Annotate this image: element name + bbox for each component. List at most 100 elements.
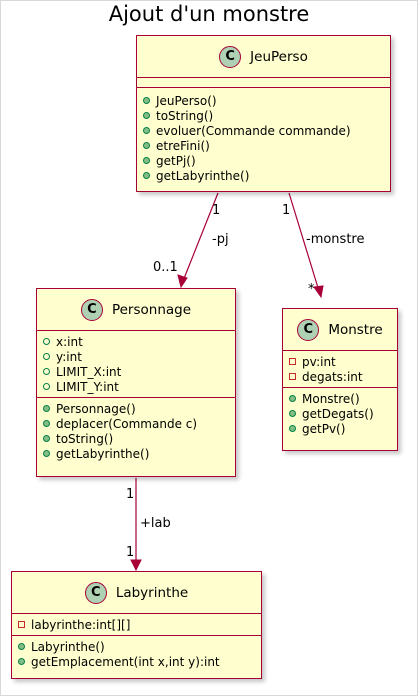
monstre-role-label: -monstre — [306, 232, 365, 247]
member-row: etreFini() — [143, 138, 390, 153]
member-row: y:int — [43, 349, 235, 364]
member-row: getDegats() — [289, 406, 397, 421]
member-row: getLabyrinthe() — [43, 446, 235, 461]
public-visibility-icon — [289, 410, 299, 417]
member-row: getPj() — [143, 153, 390, 168]
public-visibility-icon — [18, 643, 28, 650]
method-text: toString() — [156, 108, 214, 123]
method-text: toString() — [56, 431, 114, 446]
public-visibility-icon — [43, 450, 53, 457]
lab-source-multiplicity: 1 — [126, 487, 135, 502]
method-text: evoluer(Commande commande) — [156, 123, 351, 138]
class-name: JeuPerso — [250, 48, 308, 65]
attribute-text: x:int — [56, 334, 83, 349]
attribute-text: labyrinthe:int[][] — [31, 617, 131, 632]
member-row: toString() — [43, 431, 235, 446]
member-row: LIMIT_X:int — [43, 364, 235, 379]
methods-section: Labyrinthe()getEmplacement(int x,int y):… — [12, 636, 261, 672]
method-text: getLabyrinthe() — [56, 446, 150, 461]
member-row: x:int — [43, 334, 235, 349]
lab-role-label: +lab — [140, 516, 171, 531]
method-text: getDegats() — [302, 406, 374, 421]
lab-target-multiplicity: 1 — [126, 545, 135, 560]
member-row: JeuPerso() — [143, 93, 390, 108]
method-text: Labyrinthe() — [31, 639, 105, 654]
public-visibility-icon — [143, 112, 153, 119]
method-text: getLabyrinthe() — [156, 168, 250, 183]
class-badge-icon: C — [219, 45, 242, 68]
public-visibility-icon — [143, 172, 153, 179]
private-visibility-icon — [289, 373, 299, 380]
method-text: Personnage() — [56, 401, 136, 416]
member-row: deplacer(Commande c) — [43, 416, 235, 431]
attribute-text: LIMIT_Y:int — [56, 379, 119, 394]
method-text: getEmplacement(int x,int y):int — [31, 654, 220, 669]
class-name: Labyrinthe — [115, 584, 189, 601]
attributes-section: labyrinthe:int[][] — [12, 614, 261, 636]
member-row: Personnage() — [43, 401, 235, 416]
public-visibility-icon — [143, 127, 153, 134]
methods-section: JeuPerso()toString()evoluer(Commande com… — [137, 88, 390, 186]
public-visibility-icon — [143, 157, 153, 164]
public-visibility-icon — [143, 142, 153, 149]
edge-pj — [177, 192, 219, 289]
attribute-text: LIMIT_X:int — [56, 364, 122, 379]
class-header: C Monstre — [283, 309, 397, 351]
diagram-title: Ajout d'un monstre — [108, 2, 310, 26]
member-row: degats:int — [289, 369, 397, 384]
class-header: C Personnage — [37, 289, 235, 331]
public-visibility-icon — [43, 353, 53, 360]
public-visibility-icon — [43, 368, 53, 375]
member-row: pv:int — [289, 354, 397, 369]
public-visibility-icon — [43, 420, 53, 427]
monstre-target-multiplicity: * — [308, 282, 315, 297]
private-visibility-icon — [289, 358, 299, 365]
method-text: etreFini() — [156, 138, 210, 153]
public-visibility-icon — [43, 435, 53, 442]
attribute-text: degats:int — [302, 369, 363, 384]
class-name: Personnage — [111, 301, 192, 318]
pj-source-multiplicity: 1 — [212, 203, 221, 218]
member-row: getEmplacement(int x,int y):int — [18, 654, 261, 669]
class-labyrinthe[interactable]: C Labyrinthe labyrinthe:int[][] Labyrint… — [11, 571, 262, 679]
class-header: C JeuPerso — [137, 36, 390, 78]
member-row: getLabyrinthe() — [143, 168, 390, 183]
public-visibility-icon — [289, 395, 299, 402]
member-row: getPv() — [289, 421, 397, 436]
public-visibility-icon — [289, 425, 299, 432]
private-visibility-icon — [18, 621, 28, 628]
edge-lab — [130, 478, 142, 572]
method-text: Monstre() — [302, 391, 360, 406]
member-row: labyrinthe:int[][] — [18, 617, 261, 632]
attribute-text: y:int — [56, 349, 82, 364]
method-text: JeuPerso() — [156, 93, 217, 108]
methods-section: Monstre()getDegats()getPv() — [283, 388, 397, 439]
monstre-source-multiplicity: 1 — [282, 203, 291, 218]
public-visibility-icon — [43, 383, 53, 390]
class-badge-icon: C — [84, 581, 107, 604]
class-jeuperso[interactable]: C JeuPerso JeuPerso()toString()evoluer(C… — [136, 35, 391, 192]
class-badge-icon: C — [297, 318, 320, 341]
method-text: deplacer(Commande c) — [56, 416, 198, 431]
method-text: getPj() — [156, 153, 196, 168]
methods-section: Personnage()deplacer(Commande c)toString… — [37, 398, 235, 464]
public-visibility-icon — [143, 97, 153, 104]
member-row: Monstre() — [289, 391, 397, 406]
method-text: getPv() — [302, 421, 346, 436]
class-badge-icon: C — [80, 298, 103, 321]
public-visibility-icon — [43, 405, 53, 412]
class-name: Monstre — [328, 321, 383, 338]
attribute-text: pv:int — [302, 354, 336, 369]
public-visibility-icon — [18, 658, 28, 665]
member-row: LIMIT_Y:int — [43, 379, 235, 394]
pj-target-multiplicity: 0..1 — [153, 260, 178, 275]
attributes-section — [137, 78, 390, 88]
edge-monstre — [288, 192, 324, 299]
pj-role-label: -pj — [212, 232, 229, 247]
member-row: evoluer(Commande commande) — [143, 123, 390, 138]
class-header: C Labyrinthe — [12, 572, 261, 614]
